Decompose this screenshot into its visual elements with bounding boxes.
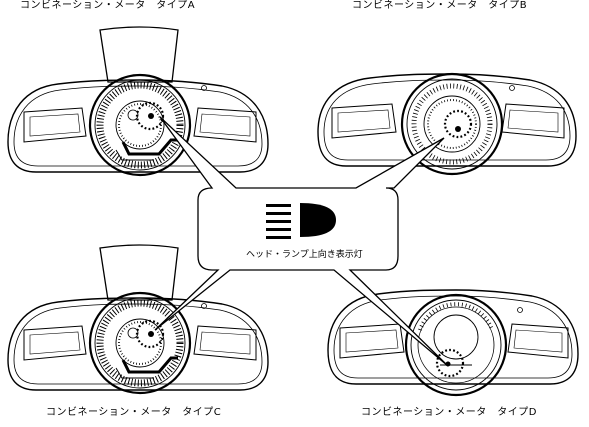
- high-beam-indicator-icon: [266, 203, 336, 239]
- cluster-type-a: [8, 27, 268, 175]
- caption-type-b: コンビネーション・メータ タイプB: [352, 0, 528, 11]
- callout-bubble: [154, 116, 449, 367]
- caption-type-c: コンビネーション・メータ タイプC: [46, 407, 222, 418]
- cluster-type-b: [318, 74, 576, 174]
- caption-type-a: コンビネーション・メータ タイプA: [20, 0, 196, 11]
- caption-type-d: コンビネーション・メータ タイプD: [361, 407, 537, 418]
- cluster-type-d: [326, 288, 580, 397]
- callout-label: ヘッド・ランプ上向き表示灯: [246, 250, 363, 260]
